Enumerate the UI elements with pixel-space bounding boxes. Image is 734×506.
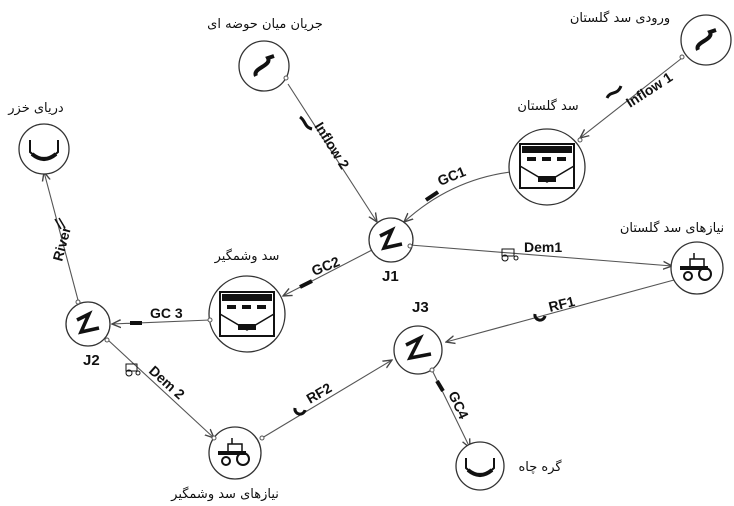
- edge-label-rf1: RF1: [547, 293, 577, 315]
- edge-label-inflow1: Inflow 1: [623, 69, 676, 111]
- inflow-icon: [605, 85, 623, 99]
- edge-gc2[interactable]: GC2: [283, 249, 373, 296]
- inflow-icon: [695, 28, 717, 51]
- edge-label-gc3: GC 3: [150, 305, 183, 321]
- node-golestan-demand[interactable]: نیازهای سد گلستان: [620, 220, 724, 295]
- junction-icon: [76, 310, 100, 335]
- inflow-icon: [253, 54, 275, 77]
- return-flow-icon: [293, 407, 307, 416]
- node-label: نیازهای سد گلستان: [620, 220, 724, 236]
- node-label: ورودی سد گلستان: [570, 10, 670, 26]
- edge-dem1[interactable]: Dem1: [409, 239, 672, 266]
- node-label: نیازهای سد وشمگیر: [170, 486, 279, 502]
- river-link-icon: [54, 217, 66, 230]
- edge-label-inflow2: Inflow 2: [311, 119, 352, 172]
- tractor-icon: [680, 253, 712, 281]
- junction-icon: [379, 226, 403, 251]
- node-voshmgir-demand[interactable]: نیازهای سد وشمگیر: [170, 426, 279, 502]
- tractor-icon: [218, 438, 250, 466]
- edge-rf1[interactable]: RF1: [446, 279, 675, 342]
- junction-icon: [405, 334, 432, 361]
- node-id: J1: [382, 268, 399, 285]
- node-inflow-golestan[interactable]: ورودی سد گلستان: [570, 10, 732, 66]
- node-j1[interactable]: J1: [368, 217, 414, 285]
- edge-inflow1[interactable]: Inflow 1: [580, 57, 683, 138]
- node-label: جریان میان حوضه ای: [207, 17, 323, 32]
- node-j3[interactable]: J3: [393, 299, 443, 375]
- node-label: دریای خزر: [7, 101, 64, 116]
- tractor-icon: [501, 248, 519, 262]
- edge-dem2[interactable]: Dem 2: [107, 339, 214, 438]
- link-arrow-icon: [299, 279, 313, 289]
- node-j2[interactable]: J2: [65, 299, 111, 369]
- reservoir-icon: [219, 291, 275, 337]
- edge-label-gc1: GC1: [435, 163, 468, 189]
- node-inflow-mid[interactable]: جریان میان حوضه ای: [207, 17, 323, 92]
- edge-rf2[interactable]: RF2: [261, 360, 392, 439]
- return-flow-icon: [533, 313, 547, 322]
- edge-river[interactable]: River: [44, 172, 79, 301]
- node-label: سد گلستان: [517, 98, 578, 114]
- edge-label-gc2: GC2: [309, 253, 342, 279]
- node-id: J2: [83, 352, 100, 369]
- node-voshmgir-dam[interactable]: سد وشمگیر: [207, 248, 286, 353]
- node-golestan-dam[interactable]: سد گلستان: [508, 98, 586, 206]
- edge-label-river: River: [49, 224, 74, 263]
- edge-label-dem1: Dem1: [524, 239, 562, 255]
- edge-label-dem2: Dem 2: [146, 362, 188, 402]
- edge-gc4[interactable]: GC4: [431, 369, 472, 448]
- link-arrow-icon: [435, 379, 445, 393]
- edge-inflow2[interactable]: Inflow 2: [287, 83, 377, 222]
- edge-gc3[interactable]: GC 3: [112, 305, 211, 324]
- edge-label-rf2: RF2: [304, 379, 335, 406]
- tractor-icon: [125, 363, 141, 377]
- link-arrow-icon: [424, 190, 440, 202]
- inflow-icon: [299, 115, 313, 131]
- edge-gc1[interactable]: GC1: [404, 163, 511, 222]
- node-gorgeh-jah[interactable]: گره چاه: [455, 441, 562, 491]
- node-caspian[interactable]: دریای خزر: [7, 101, 70, 175]
- reservoir-icon: [519, 143, 575, 189]
- node-label: گره چاه: [518, 459, 562, 475]
- node-id: J3: [412, 299, 429, 316]
- node-label: سد وشمگیر: [214, 248, 280, 264]
